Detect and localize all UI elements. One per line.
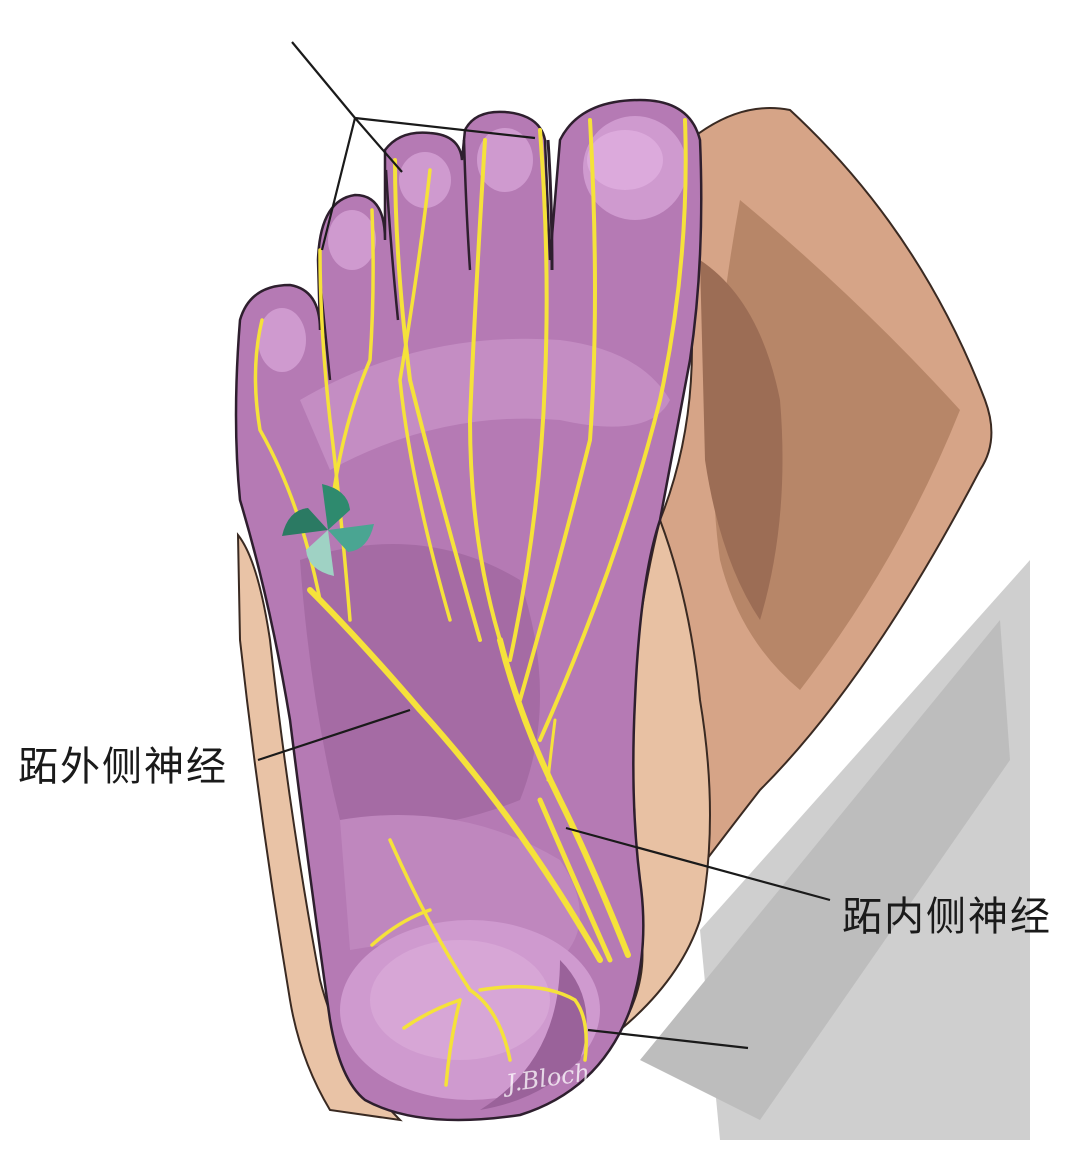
- background-shadow-2: [640, 620, 1010, 1120]
- foot-side-skin-shade: [713, 200, 960, 690]
- leader-line-lateral: [257, 708, 411, 762]
- leader-line-medial: [565, 826, 831, 902]
- leader-line-top-b: [354, 117, 403, 173]
- toe-pad-5: [258, 308, 306, 372]
- heel-branch-2: [370, 908, 432, 947]
- toe-gap-1: [546, 139, 554, 271]
- heel-branch-5: [402, 998, 462, 1030]
- nerve-branch-4: [538, 118, 688, 742]
- leader-lines: [257, 41, 831, 1050]
- leader-line-top-c: [354, 116, 536, 140]
- lateral-plantar-nerve: [307, 587, 603, 963]
- heel-edge-shade: [480, 960, 587, 1110]
- leader-line-top: [291, 41, 356, 119]
- toe-gap-2: [462, 139, 472, 271]
- medial-plantar-nerve: [497, 637, 631, 958]
- nerve-branch-2: [508, 128, 549, 662]
- lateral-plantar-nerve-label: 跖外侧神经: [18, 744, 228, 790]
- metatarsal-pad: [300, 338, 670, 470]
- heel-branch-7: [546, 718, 557, 782]
- heel-branch-1: [388, 838, 472, 992]
- nerve-branch-6: [398, 168, 452, 622]
- medial-plantar-nerve-2: [537, 797, 613, 963]
- nerve-branch-5: [393, 158, 482, 642]
- toe-pad-2: [477, 128, 533, 192]
- nerve-branch-8: [253, 318, 322, 602]
- toe-pad-3: [399, 152, 451, 208]
- medial-plantar-nerve-label: 跖内侧神经: [842, 894, 1052, 940]
- toe-gap-3: [384, 169, 400, 321]
- heel-branch-3: [468, 988, 512, 1062]
- nerve-branch-1: [467, 138, 502, 642]
- foot-side-skin-deep: [700, 260, 783, 620]
- heel-branch-4: [444, 998, 462, 1087]
- heel-branch-6: [478, 984, 588, 1062]
- nerve-branch-3: [518, 118, 597, 702]
- toe-pad-1-highlight: [587, 130, 663, 190]
- nerve-branch-9: [328, 208, 375, 522]
- toe-pad-4: [328, 210, 376, 270]
- arch-shade: [300, 544, 540, 827]
- pinwheel-logo-icon: [282, 484, 374, 576]
- leader-line-calcaneal: [587, 1028, 749, 1050]
- nerve-branch-7: [318, 248, 352, 622]
- leader-line-top-a: [320, 117, 357, 251]
- nerves: [253, 118, 688, 1087]
